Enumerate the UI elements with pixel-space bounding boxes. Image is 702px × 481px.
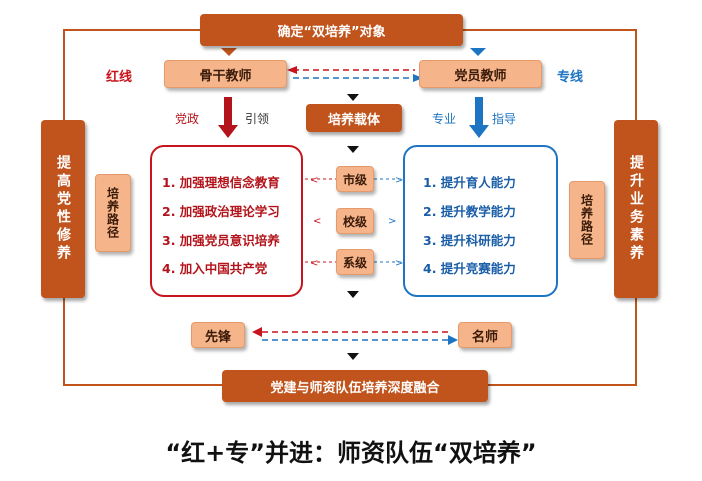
right-side-box: 提升业务素养 (614, 120, 658, 298)
bottom-box-integration: 党建与师资队伍培养深度融合 (222, 370, 488, 402)
arrow-to-gugan (221, 48, 237, 56)
svg-text:>: > (395, 175, 403, 186)
left-side-box: 提高党性修养 (41, 120, 85, 298)
arrow-to-dangyuan (470, 48, 486, 56)
backbone-teacher-box: 骨干教师 (164, 60, 287, 88)
svg-text:<: < (313, 216, 321, 227)
pioneer-box: 先锋 (191, 322, 245, 348)
red-arrow-label-1: 党政 (175, 112, 200, 126)
blue-arrow-label-2: 指导 (492, 112, 517, 126)
red-item-2: 2. 加强政治理论学习 (162, 204, 280, 219)
svg-text:<: < (310, 258, 318, 269)
red-item-3: 3. 加强党员意识培养 (162, 233, 280, 248)
blue-panel: 1. 提升育人能力 2. 提升教学能力 3. 提升科研能力 4. 提升竞赛能力 (403, 145, 558, 297)
famous-teacher-box: 名师 (458, 322, 512, 348)
red-down-arrow (218, 125, 238, 138)
level-dept-box: 系级 (336, 249, 374, 275)
blue-arrow-label-1: 专业 (432, 112, 457, 126)
red-panel: 1. 加强理想信念教育 2. 加强政治理论学习 3. 加强党员意识培养 4. 加… (150, 145, 303, 297)
left-path-box: 培养路径 (95, 174, 131, 252)
level-city-box: 市级 (336, 166, 374, 192)
blue-item-3: 3. 提升科研能力 (423, 233, 516, 248)
svg-text:>: > (388, 216, 396, 227)
red-item-4: 4. 加入中国共产党 (162, 261, 268, 276)
blue-item-4: 4. 提升竞赛能力 (423, 261, 516, 276)
blue-down-arrow (469, 125, 489, 138)
blue-item-1: 1. 提升育人能力 (423, 175, 516, 190)
top-box-determine-targets: 确定“双培养”对象 (200, 14, 463, 46)
red-arrow-label-2: 引领 (245, 112, 270, 126)
specialty-line-label: 专线 (557, 70, 584, 85)
red-line-label: 红线 (106, 70, 133, 85)
red-item-1: 1. 加强理想信念教育 (162, 175, 280, 190)
carrier-box: 培养载体 (306, 104, 402, 132)
svg-text:<: < (310, 175, 318, 186)
level-school-box: 校级 (336, 208, 374, 234)
blue-item-2: 2. 提升教学能力 (423, 204, 516, 219)
svg-text:>: > (395, 258, 403, 269)
right-path-box: 培养路径 (569, 181, 605, 259)
figure-caption: “红+专”并进：师资队伍“双培养” (165, 439, 537, 467)
party-member-teacher-box: 党员教师 (419, 60, 542, 88)
